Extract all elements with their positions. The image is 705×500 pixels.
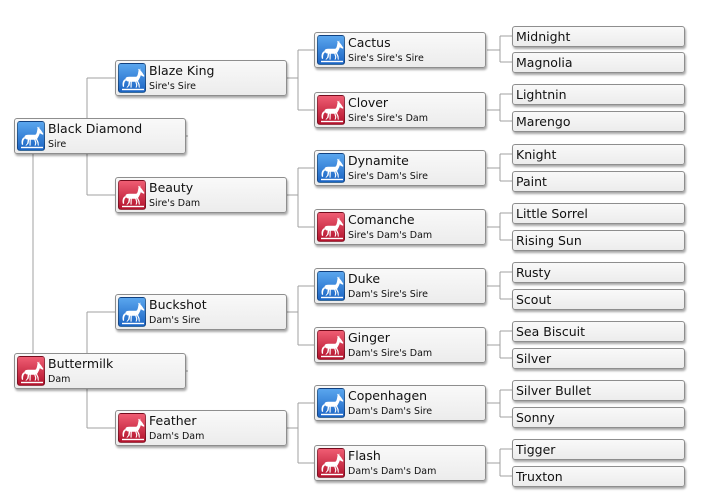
horse-name: Black Diamond (48, 121, 143, 136)
great-grandparent-node[interactable]: Ginger Dam's Sire's Dam (314, 327, 486, 363)
great-grandparent-node[interactable]: Comanche Sire's Dam's Dam (314, 209, 486, 245)
great-great-grandparent-node[interactable]: Little Sorrel (512, 203, 685, 224)
horse-name: Cactus (348, 35, 391, 50)
sire-node[interactable]: Black Diamond Sire (14, 118, 186, 154)
horse-icon (118, 297, 146, 327)
relation-label: Sire's Sire (149, 81, 197, 92)
horse-name: Buckshot (149, 297, 207, 312)
horse-name: Copenhagen (348, 388, 428, 403)
relation-label: Sire's Dam's Dam (348, 230, 433, 241)
horse-name: Scout (516, 292, 552, 307)
great-great-grandparent-node[interactable]: Paint (512, 171, 685, 192)
relation-label: Dam's Sire's Dam (348, 348, 433, 359)
horse-icon (317, 95, 345, 125)
horse-name: Truxton (516, 469, 563, 484)
horse-name: Beauty (149, 180, 194, 195)
horse-icon (317, 448, 345, 478)
great-grandparent-node[interactable]: Copenhagen Dam's Dam's Sire (314, 385, 486, 421)
horse-icon (317, 212, 345, 242)
horse-name: Midnight (516, 29, 571, 44)
horse-icon (317, 153, 345, 183)
great-grandparent-node[interactable]: Duke Dam's Sire's Sire (314, 268, 486, 304)
horse-name: Marengo (516, 114, 571, 129)
great-grandparent-node[interactable]: Cactus Sire's Sire's Sire (314, 32, 486, 68)
horse-name: Knight (516, 147, 557, 162)
horse-name: Magnolia (516, 55, 573, 70)
horse-name: Sea Biscuit (516, 324, 585, 339)
horse-name: Feather (149, 413, 197, 428)
great-great-grandparent-node[interactable]: Silver Bullet (512, 380, 685, 401)
horse-name: Ginger (348, 330, 390, 345)
horse-name: Duke (348, 271, 381, 286)
horse-icon (317, 330, 345, 360)
horse-icon (317, 271, 345, 301)
relation-label: Dam's Dam's Sire (348, 406, 433, 417)
horse-name: Silver Bullet (516, 383, 592, 398)
horse-name: Comanche (348, 212, 415, 227)
relation-label: Dam's Dam (149, 431, 205, 442)
horse-name: Rusty (516, 265, 551, 280)
great-grandparent-node[interactable]: Clover Sire's Sire's Dam (314, 92, 486, 128)
great-great-grandparent-node[interactable]: Silver (512, 348, 685, 369)
relation-label: Sire's Dam's Sire (348, 171, 428, 182)
great-great-grandparent-node[interactable]: Rising Sun (512, 230, 685, 251)
horse-icon (17, 121, 45, 151)
horse-name: Silver (516, 351, 552, 366)
dam-node[interactable]: Buttermilk Dam (14, 353, 186, 389)
great-grandparent-node[interactable]: Flash Dam's Dam's Dam (314, 445, 486, 481)
horse-name: Sonny (516, 410, 555, 425)
relation-label: Dam (48, 374, 71, 385)
horse-name: Lightnin (516, 87, 567, 102)
great-great-grandparent-node[interactable]: Knight (512, 144, 685, 165)
horse-name: Little Sorrel (516, 206, 588, 221)
great-grandparent-node[interactable]: Dynamite Sire's Dam's Sire (314, 150, 486, 186)
grandparent-node[interactable]: Buckshot Dam's Sire (115, 294, 287, 330)
grandparent-node[interactable]: Blaze King Sire's Sire (115, 60, 287, 96)
grandparent-node[interactable]: Beauty Sire's Dam (115, 177, 287, 213)
horse-icon (118, 180, 146, 210)
horse-icon (118, 63, 146, 93)
horse-name: Blaze King (149, 63, 215, 78)
horse-icon (118, 413, 146, 443)
horse-name: Clover (348, 95, 389, 110)
great-great-grandparent-node[interactable]: Sea Biscuit (512, 321, 685, 342)
horse-name: Tigger (516, 442, 556, 457)
relation-label: Sire (48, 139, 67, 150)
great-great-grandparent-node[interactable]: Truxton (512, 466, 685, 487)
relation-label: Dam's Sire's Sire (348, 289, 428, 300)
horse-icon (317, 35, 345, 65)
relation-label: Sire's Dam (149, 198, 201, 209)
horse-name: Rising Sun (516, 233, 582, 248)
great-great-grandparent-node[interactable]: Marengo (512, 111, 685, 132)
horse-name: Buttermilk (48, 356, 114, 371)
great-great-grandparent-node[interactable]: Sonny (512, 407, 685, 428)
great-great-grandparent-node[interactable]: Rusty (512, 262, 685, 283)
great-great-grandparent-node[interactable]: Midnight (512, 26, 685, 47)
relation-label: Dam's Dam's Dam (348, 466, 437, 477)
relation-label: Sire's Sire's Sire (348, 53, 424, 64)
horse-name: Flash (348, 448, 381, 463)
great-great-grandparent-node[interactable]: Scout (512, 289, 685, 310)
horse-icon (317, 388, 345, 418)
great-great-grandparent-node[interactable]: Magnolia (512, 52, 685, 73)
grandparent-node[interactable]: Feather Dam's Dam (115, 410, 287, 446)
great-great-grandparent-node[interactable]: Lightnin (512, 84, 685, 105)
horse-name: Paint (516, 174, 547, 189)
horse-icon (17, 356, 45, 386)
relation-label: Dam's Sire (149, 315, 201, 326)
relation-label: Sire's Sire's Dam (348, 113, 428, 124)
great-great-grandparent-node[interactable]: Tigger (512, 439, 685, 460)
horse-name: Dynamite (348, 153, 409, 168)
